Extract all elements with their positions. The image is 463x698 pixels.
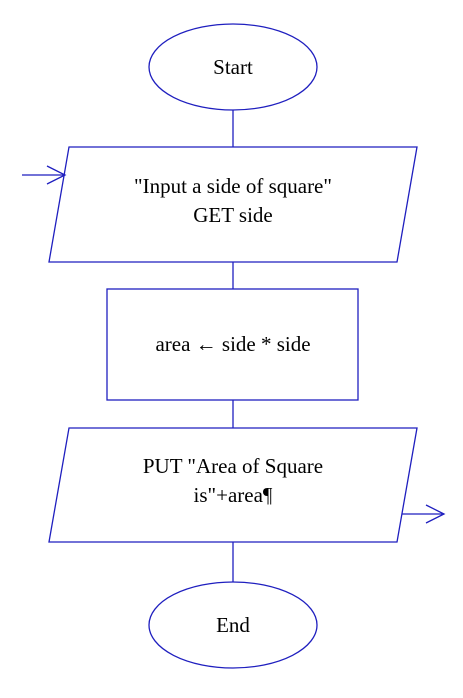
- process-label: area ← side * side: [155, 332, 310, 356]
- output-parallelogram-shape: [48, 427, 418, 543]
- input-label-line-2: GET side: [193, 203, 273, 227]
- node-start: Start: [148, 23, 318, 111]
- entry-arrow-head: [46, 165, 67, 185]
- end-label: End: [216, 613, 250, 637]
- entry-arrow: [22, 165, 67, 185]
- start-label: Start: [213, 55, 253, 79]
- node-input: "Input a side of square" GET side: [48, 146, 418, 263]
- end-terminator-shape: [148, 581, 318, 669]
- output-label-line-1: PUT "Area of Square: [143, 454, 323, 478]
- input-label-line-1: "Input a side of square": [134, 174, 332, 198]
- exit-arrow-head: [425, 504, 446, 524]
- process-rectangle-shape: [106, 288, 359, 401]
- node-process: area ← side * side: [106, 288, 359, 401]
- exit-arrow: [402, 504, 446, 524]
- output-label-line-2: is"+area¶: [194, 483, 273, 507]
- node-output: PUT "Area of Square is"+area¶: [48, 427, 418, 543]
- start-terminator-shape: [148, 23, 318, 111]
- input-parallelogram-shape: [48, 146, 418, 263]
- node-end: End: [148, 581, 318, 669]
